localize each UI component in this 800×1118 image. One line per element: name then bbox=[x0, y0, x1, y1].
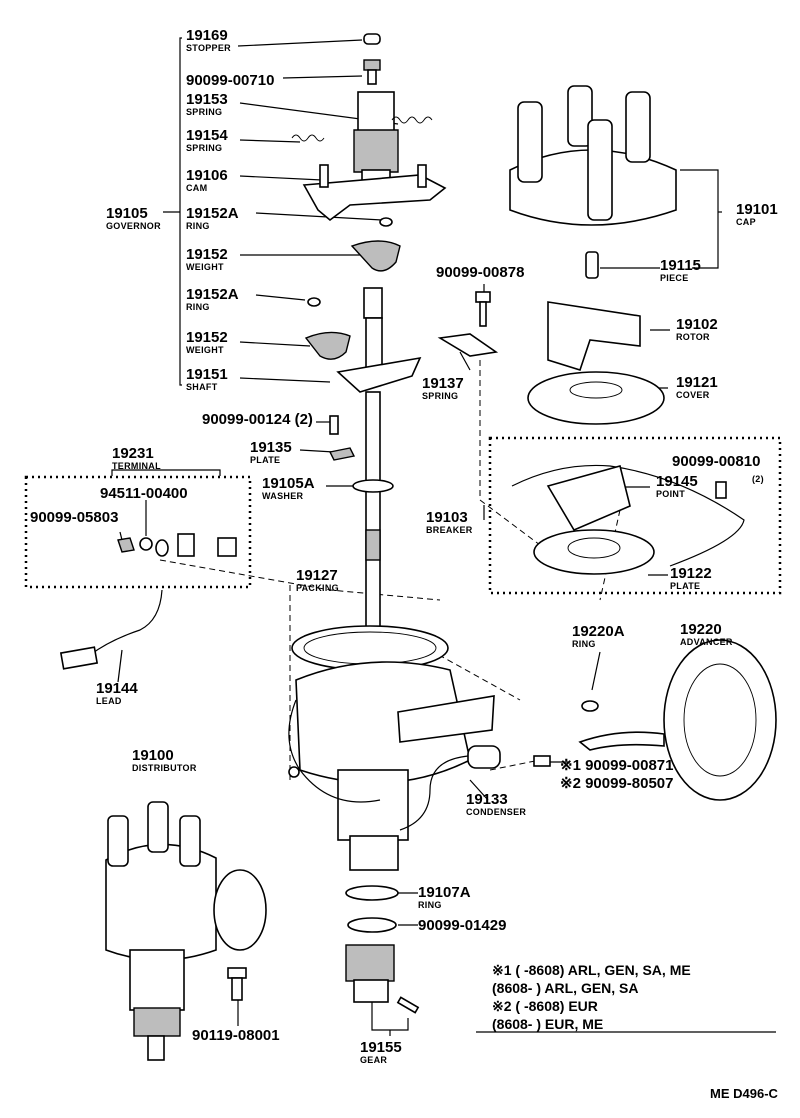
governor-number: 19105 bbox=[106, 205, 148, 222]
breaker-parts bbox=[511, 464, 745, 575]
stopper-label: STOPPER bbox=[186, 43, 231, 53]
callout-labels: 19169STOPPER90099-0071019153SPRING19154S… bbox=[30, 27, 778, 1065]
shaft-part bbox=[336, 287, 422, 633]
cap-part bbox=[509, 85, 677, 279]
cap-label: CAP bbox=[736, 217, 756, 227]
terminal-parts bbox=[117, 533, 237, 557]
bolt-878-number: 90099-00878 bbox=[436, 264, 524, 281]
small-hardware bbox=[328, 415, 394, 493]
ring-c-label: RING bbox=[572, 639, 596, 649]
note-line-4: (8608- ) EUR, ME bbox=[492, 1016, 603, 1032]
ring-a-number: 19152A bbox=[186, 205, 239, 222]
housing-part bbox=[288, 625, 495, 871]
packing-label: PACKING bbox=[296, 583, 339, 593]
screw-810-label: (2) bbox=[752, 474, 764, 484]
nut-number: 90099-05803 bbox=[30, 509, 118, 526]
stopper-part bbox=[363, 33, 381, 85]
cover-part bbox=[527, 371, 665, 425]
condenser-number: 19133 bbox=[466, 791, 508, 808]
terminal-number: 19231 bbox=[112, 445, 154, 462]
screw-507-number: ※2 90099-80507 bbox=[560, 775, 674, 792]
shaft-label: SHAFT bbox=[186, 382, 218, 392]
point-number: 19145 bbox=[656, 473, 698, 490]
lead-label: LEAD bbox=[96, 696, 122, 706]
point-label: POINT bbox=[656, 489, 685, 499]
shaft-number: 19151 bbox=[186, 366, 228, 383]
bolt-top-number: 90099-00710 bbox=[186, 72, 274, 89]
cam-label: CAM bbox=[186, 183, 207, 193]
piece-number: 19115 bbox=[660, 257, 701, 274]
condenser-label: CONDENSER bbox=[466, 807, 526, 817]
rotor-part bbox=[547, 301, 641, 371]
ring-b-number: 19152A bbox=[186, 286, 239, 303]
lead-number: 19144 bbox=[96, 680, 138, 697]
washer-b-number: 90099-01429 bbox=[418, 917, 506, 934]
breaker-label: BREAKER bbox=[426, 525, 473, 535]
cover-number: 19121 bbox=[676, 374, 718, 391]
note-line-2: (8608- ) ARL, GEN, SA bbox=[492, 980, 639, 996]
terminal-label: TERMINAL bbox=[112, 461, 161, 471]
gear-number: 19155 bbox=[360, 1039, 402, 1056]
cam-part bbox=[302, 91, 447, 222]
weight-b-number: 19152 bbox=[186, 329, 228, 346]
note-line-3: ※2 ( -8608) EUR bbox=[492, 998, 598, 1014]
washer-label: WASHER bbox=[262, 491, 304, 501]
plate-b-label: PLATE bbox=[670, 581, 700, 591]
washer-number: 19105A bbox=[262, 475, 315, 492]
cap-number: 19101 bbox=[736, 201, 778, 218]
spring-a-label: SPRING bbox=[186, 107, 222, 117]
plate-b-number: 19122 bbox=[670, 565, 712, 582]
plate-a-number: 19135 bbox=[250, 439, 292, 456]
terminal-group-box bbox=[24, 475, 252, 589]
rotor-label: ROTOR bbox=[676, 332, 710, 342]
advancer-number: 19220 bbox=[680, 621, 722, 638]
lead-part bbox=[59, 589, 163, 670]
cover-label: COVER bbox=[676, 390, 710, 400]
spring-c-number: 19137 bbox=[422, 375, 464, 392]
spring-c-label: SPRING bbox=[422, 391, 458, 401]
term-part-number: 94511-00400 bbox=[100, 485, 188, 502]
spring-b-number: 19154 bbox=[186, 127, 228, 144]
packing-number: 19127 bbox=[296, 567, 338, 584]
advancer-label: ADVANCER bbox=[680, 637, 733, 647]
gear-label: GEAR bbox=[360, 1055, 387, 1065]
spring-b-label: SPRING bbox=[186, 143, 222, 153]
assembled-distributor-inset bbox=[105, 801, 267, 1061]
diagram-code: ME D496-C bbox=[710, 1086, 779, 1101]
weight-a-label: WEIGHT bbox=[186, 262, 224, 272]
plate-a-label: PLATE bbox=[250, 455, 280, 465]
breaker-group-box bbox=[488, 436, 782, 595]
distributor-label: DISTRIBUTOR bbox=[132, 763, 197, 773]
advancer-part bbox=[533, 639, 777, 801]
breaker-number: 19103 bbox=[426, 509, 468, 526]
weight-a-number: 19152 bbox=[186, 246, 228, 263]
governor-label: GOVERNOR bbox=[106, 221, 161, 231]
screw-810-number: 90099-00810 bbox=[672, 453, 760, 470]
gear-stack bbox=[345, 885, 420, 1014]
note-line-1: ※1 ( -8608) ARL, GEN, SA, ME bbox=[492, 962, 691, 978]
ring-a-label: RING bbox=[186, 221, 210, 231]
leader-lines bbox=[111, 37, 722, 1036]
stopper-number: 19169 bbox=[186, 27, 228, 44]
rotor-number: 19102 bbox=[676, 316, 718, 333]
ring-c-number: 19220A bbox=[572, 623, 625, 640]
spring-a-number: 19153 bbox=[186, 91, 228, 108]
screw-2-number: 90099-00124 (2) bbox=[202, 411, 313, 428]
condenser-part bbox=[399, 745, 501, 831]
weights-rings bbox=[304, 217, 401, 360]
springs bbox=[291, 116, 433, 142]
distributor-number: 19100 bbox=[132, 747, 174, 764]
bolt-878-part bbox=[437, 291, 499, 357]
notes-table: ※1 ( -8608) ARL, GEN, SA, ME (8608- ) AR… bbox=[476, 962, 776, 1033]
screw-871-number: ※1 90099-00871 bbox=[560, 757, 674, 774]
ring-d-label: RING bbox=[418, 900, 442, 910]
bolt-bottom-number: 90119-08001 bbox=[192, 1027, 280, 1044]
weight-b-label: WEIGHT bbox=[186, 345, 224, 355]
piece-label: PIECE bbox=[660, 273, 689, 283]
cam-number: 19106 bbox=[186, 167, 228, 184]
ring-d-number: 19107A bbox=[418, 884, 471, 901]
ring-b-label: RING bbox=[186, 302, 210, 312]
